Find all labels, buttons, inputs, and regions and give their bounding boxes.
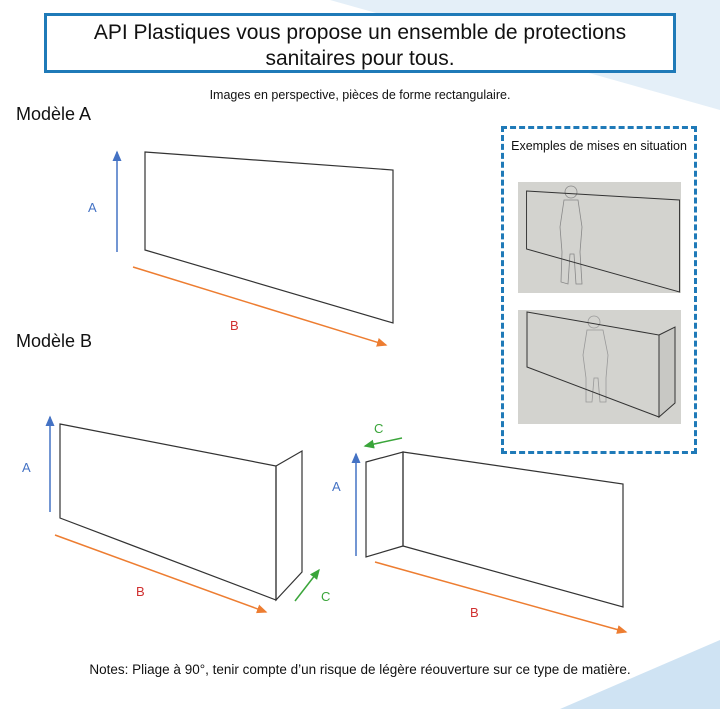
model-a-heading: Modèle A <box>16 104 92 124</box>
model-b-left-side-panel <box>275 449 303 602</box>
model-b-right-side-panel <box>365 451 404 558</box>
example-photo-model-b <box>518 310 681 424</box>
title-box: API Plastiques vous propose un ensemble … <box>44 13 676 73</box>
model-b-left-arrow-c <box>294 568 320 602</box>
model-a-arrow-b <box>132 266 388 347</box>
subtitle: Images en perspective, pièces de forme r… <box>209 88 511 102</box>
model-a-label-a: A <box>88 200 97 215</box>
model-b-right-label-b: B <box>470 605 479 620</box>
model-a-panel <box>144 151 394 324</box>
model-a-label-b: B <box>230 318 239 333</box>
model-b-right-arrow-c <box>363 437 403 449</box>
model-b-right-label-a: A <box>332 479 341 494</box>
model-b-left-label-c: C <box>321 589 330 604</box>
model-b-left-main-panel <box>59 423 277 601</box>
examples-box: Exemples de mises en situation <box>501 126 697 454</box>
model-b-left-label-a: A <box>22 460 31 475</box>
example-photo-model-a <box>518 182 681 293</box>
notes: Notes: Pliage à 90°, tenir compte d’un r… <box>89 662 631 677</box>
model-b-right-arrow-b <box>374 561 628 634</box>
model-b-right-main-panel <box>402 451 624 608</box>
model-b-left-label-b: B <box>136 584 145 599</box>
model-b-left-arrow-b <box>54 534 268 614</box>
examples-title: Exemples de mises en situation <box>511 139 687 153</box>
page-title: API Plastiques vous propose un ensemble … <box>93 21 627 70</box>
model-b-heading: Modèle B <box>16 331 93 351</box>
model-b-right-label-c: C <box>374 421 383 436</box>
